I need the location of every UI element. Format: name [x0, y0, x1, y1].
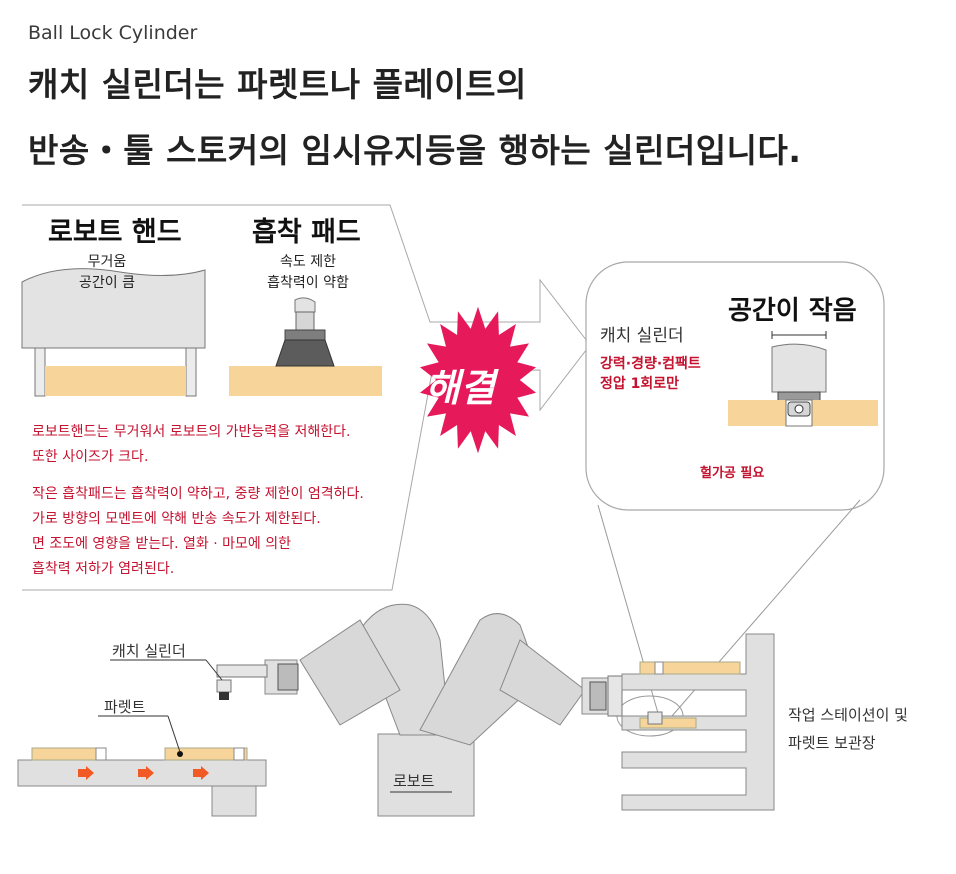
bubble-cylinder-drawing: [728, 331, 878, 427]
station-label-1: 작업 스테이션이 및: [788, 706, 908, 724]
note-suction-4: 흡착력 저하가 염려된다.: [32, 561, 175, 577]
headline-line-1: 캐치 실린더는 파렛트나 플레이트의: [28, 65, 527, 104]
suction-pad-caption-2: 흡착력이 약함: [267, 275, 349, 291]
headline-line-2: 반송・툴 스토커의 임시유지등을 행하는 실린더입니다.: [28, 131, 802, 170]
note-suction-3: 면 조도에 영향을 받는다. 열화 · 마모에 의한: [32, 536, 292, 552]
pallet-label: 파렛트: [104, 698, 146, 716]
solution-bubble: [585, 261, 885, 511]
robot-hand-caption-1: 무거움: [87, 254, 127, 270]
bubble-label: 캐치 실린더: [600, 326, 684, 346]
suction-pad-title: 흡착 패드: [252, 217, 361, 248]
note-suction-1: 작은 흡착패드는 흡착력이 약하고, 중량 제한이 엄격하다.: [32, 486, 364, 502]
bubble-feature-1: 강력·경량·컴팩트: [600, 356, 701, 372]
bubble-feature-2: 정압 1회로만: [600, 376, 680, 392]
bubble-title: 공간이 작음: [728, 296, 857, 326]
robot-hand-title: 로보트 핸드: [48, 217, 182, 248]
suction-pad-caption-1: 속도 제한: [280, 254, 336, 270]
suction-pad-drawing: [229, 297, 382, 396]
robot-hand-drawing: [21, 268, 206, 397]
robot-hand-caption-2: 공간이 큼: [79, 275, 135, 291]
catch-cylinder-label: 캐치 실린더: [112, 642, 186, 660]
note-suction-2: 가로 방향의 모멘트에 약해 반송 속도가 제한된다.: [32, 511, 321, 527]
robot-label: 로보트: [393, 772, 435, 790]
bottom-scene: [17, 603, 775, 817]
bubble-note: 헐가공 필요: [700, 466, 765, 481]
note-robot-hand-2: 또한 사이즈가 크다.: [32, 449, 149, 465]
solution-burst: [420, 306, 536, 454]
station-label-2: 파렛트 보관장: [788, 734, 876, 752]
subtitle: Ball Lock Cylinder: [28, 22, 198, 44]
solution-badge: 해결: [425, 366, 495, 410]
note-robot-hand-1: 로보트핸드는 무거워서 로보트의 가반능력을 저해한다.: [32, 424, 351, 440]
